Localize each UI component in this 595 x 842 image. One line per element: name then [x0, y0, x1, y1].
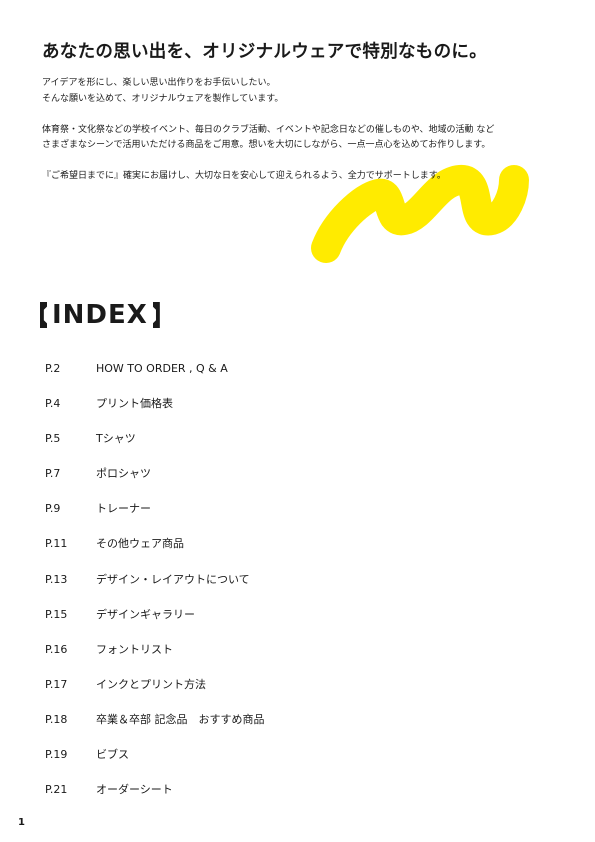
right-bracket-icon: [152, 302, 160, 328]
toc-item[interactable]: P.5 Tシャツ: [45, 432, 445, 467]
brush-stroke-path: [311, 165, 529, 263]
toc-title: ポロシャツ: [96, 467, 151, 481]
index-heading-label: INDEX: [52, 300, 148, 330]
toc-title: オーダーシート: [96, 783, 173, 797]
toc-title: デザイン・レイアウトについて: [96, 572, 250, 586]
toc-page-number: P.16: [45, 642, 68, 656]
toc-title: インクとプリント方法: [96, 677, 206, 691]
toc-page-number: P.17: [45, 677, 68, 691]
yellow-brush-stroke-decoration: [311, 165, 529, 263]
toc-page-number: P.2: [45, 362, 61, 375]
toc-title: その他ウェア商品: [96, 537, 184, 551]
toc-item[interactable]: P.13 デザイン・レイアウトについて: [45, 573, 445, 608]
toc-title: ビブス: [96, 748, 129, 762]
toc-item[interactable]: P.9 トレーナー: [45, 502, 445, 537]
toc-page-number: P.4: [45, 397, 61, 411]
toc-item[interactable]: P.18 卒業＆卒部 記念品 おすすめ商品: [45, 713, 445, 748]
toc-item[interactable]: P.11 その他ウェア商品: [45, 537, 445, 572]
toc-title: トレーナー: [96, 502, 151, 516]
toc-item[interactable]: P.7 ポロシャツ: [45, 467, 445, 502]
toc-item[interactable]: P.2 HOW TO ORDER , Q & A: [45, 362, 445, 397]
toc-page-number: P.7: [45, 467, 61, 481]
toc-item[interactable]: P.21 オーダーシート: [45, 783, 445, 818]
toc-page-number: P.9: [45, 502, 61, 516]
intro-line: そんな願いを込めて、オリジナルウェアを製作しています。: [42, 93, 284, 104]
toc-page-number: P.15: [45, 607, 68, 621]
toc-item[interactable]: P.16 フォントリスト: [45, 643, 445, 678]
intro-line: 体育祭・文化祭などの学校イベント、毎日のクラブ活動、イベントや記念日などの催しも…: [42, 124, 495, 135]
table-of-contents: P.2 HOW TO ORDER , Q & A P.4 プリント価格表 P.5 Tシ…: [45, 362, 445, 818]
toc-title: デザインギャラリー: [96, 607, 195, 621]
toc-page-number: P.5: [45, 432, 61, 446]
toc-title: Tシャツ: [96, 432, 136, 446]
toc-item[interactable]: P.15 デザインギャラリー: [45, 608, 445, 643]
toc-item[interactable]: P.19 ビブス: [45, 748, 445, 783]
intro-text: アイデアを形にし、楽しい思い出作りをお手伝いしたい。 そんな願いを込めて、オリジ…: [42, 76, 562, 185]
toc-page-number: P.13: [45, 572, 68, 586]
intro-line: さまざまなシーンで活用いただける商品をご用意。想いを大切にしながら、一点一点心を…: [42, 140, 491, 150]
left-bracket-icon: [40, 302, 47, 328]
toc-item[interactable]: P.4 プリント価格表: [45, 397, 445, 432]
toc-page-number: P.21: [45, 783, 68, 797]
toc-title: 卒業＆卒部 記念品 おすすめ商品: [96, 712, 265, 726]
toc-item[interactable]: P.17 インクとプリント方法: [45, 678, 445, 713]
page-headline: あなたの思い出を、オリジナルウェアで特別なものに。: [42, 42, 487, 62]
toc-title: HOW TO ORDER , Q & A: [96, 362, 228, 375]
intro-line: アイデアを形にし、楽しい思い出作りをお手伝いしたい。: [42, 78, 276, 88]
toc-page-number: P.19: [45, 748, 68, 762]
toc-title: プリント価格表: [96, 397, 173, 411]
toc-title: フォントリスト: [96, 642, 173, 656]
page-number: 1: [18, 817, 25, 828]
intro-line: 『ご希望日までに』確実にお届けし、大切な日を安心して迎えられるよう、全力でサポー…: [42, 171, 446, 181]
toc-page-number: P.18: [45, 712, 68, 726]
index-heading: INDEX: [40, 300, 160, 330]
toc-page-number: P.11: [45, 537, 68, 551]
